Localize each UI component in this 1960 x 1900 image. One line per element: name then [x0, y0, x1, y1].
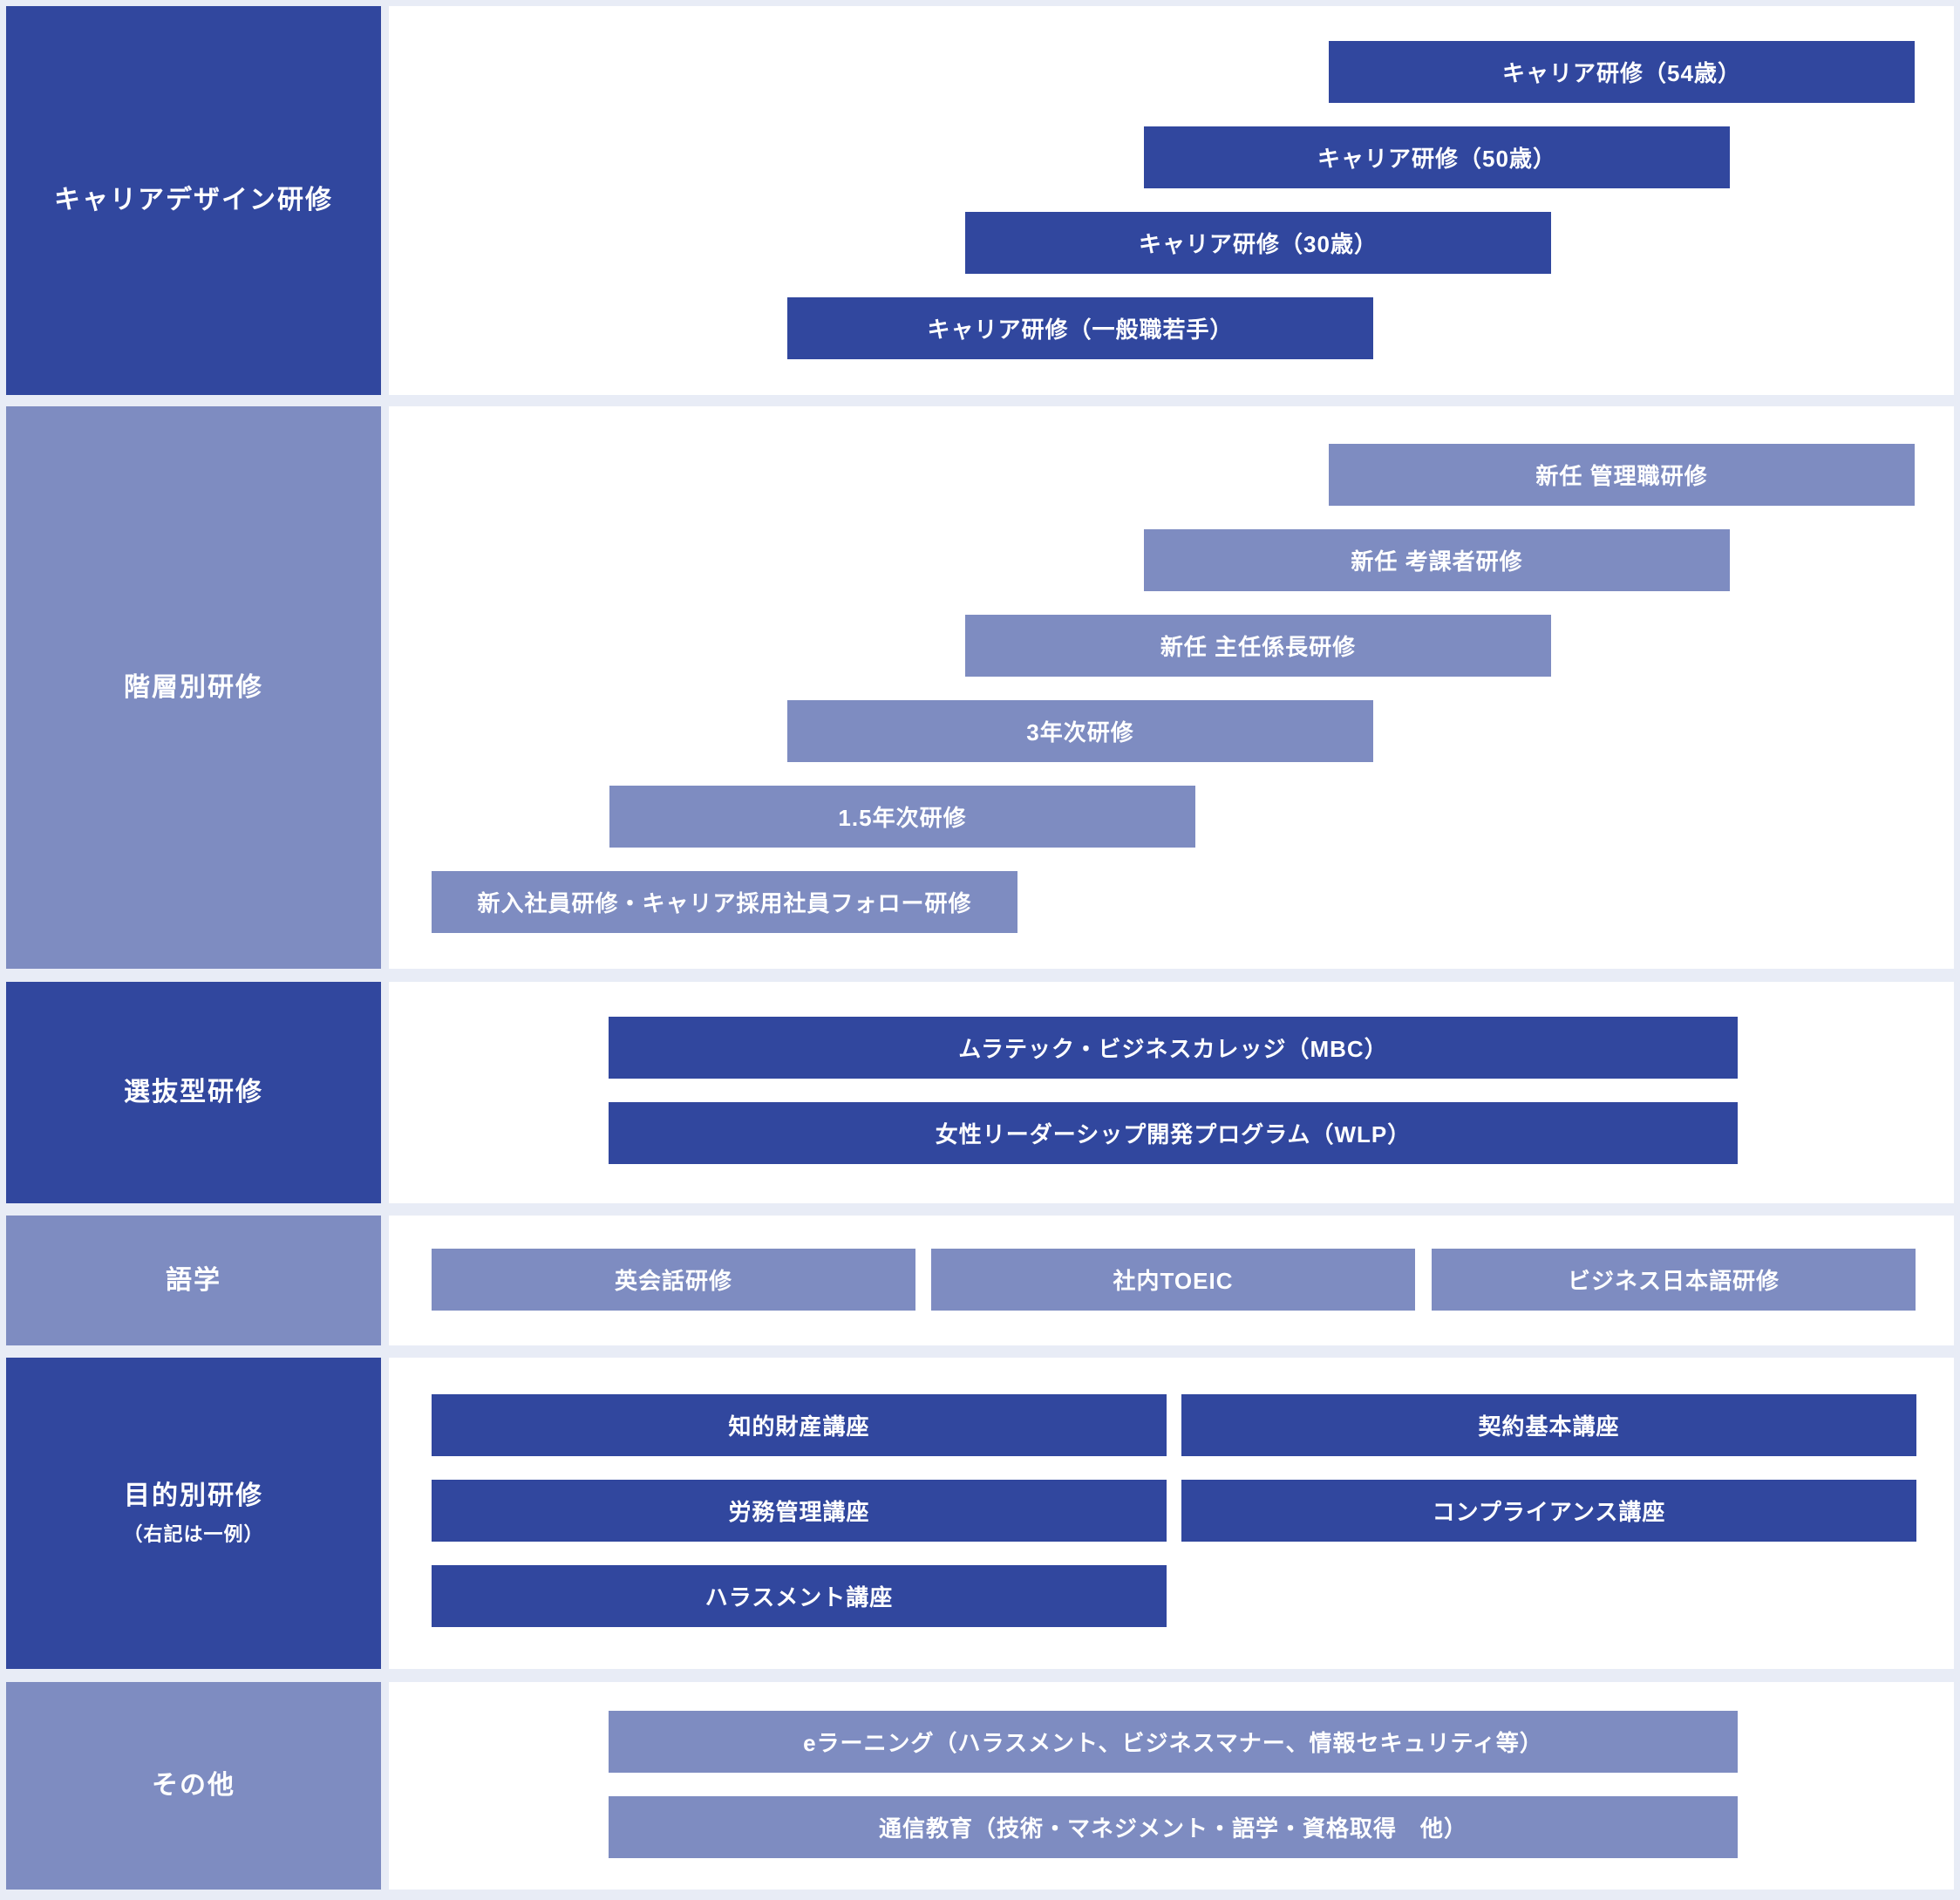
training-bar-elearning: eラーニング（ハラスメント、ビジネスマナー、情報セキュリティ等） [609, 1711, 1738, 1773]
training-bar-correspondence-course: 通信教育（技術・マネジメント・語学・資格取得 他） [609, 1796, 1738, 1858]
row-level-based: 階層別研修 新任 管理職研修 新任 考課者研修 新任 主任係長研修 3年次研修 … [0, 406, 1960, 969]
row-language: 語学 英会話研修 社内TOEIC ビジネス日本語研修 [0, 1216, 1960, 1345]
training-bar-business-japanese: ビジネス日本語研修 [1432, 1249, 1916, 1311]
training-bar-career-54: キャリア研修（54歳） [1329, 41, 1915, 103]
training-bar-1-5-year: 1.5年次研修 [609, 786, 1195, 848]
training-bar-labor-management: 労務管理講座 [432, 1480, 1167, 1542]
training-bar-new-manager: 新任 管理職研修 [1329, 444, 1915, 506]
training-bar-career-30: キャリア研修（30歳） [965, 212, 1551, 274]
row-label-text: 選抜型研修 [124, 1078, 263, 1107]
training-bar-toeic: 社内TOEIC [931, 1249, 1415, 1311]
row-panel-language: 英会話研修 社内TOEIC ビジネス日本語研修 [389, 1216, 1954, 1345]
row-label-text: 階層別研修 [124, 672, 263, 702]
training-bar-new-employee: 新入社員研修・キャリア採用社員フォロー研修 [432, 871, 1017, 933]
training-bar-new-chief: 新任 主任係長研修 [965, 615, 1551, 677]
row-label-text: 目的別研修 [124, 1481, 263, 1510]
row-career-design: キャリアデザイン研修 キャリア研修（54歳） キャリア研修（50歳） キャリア研… [0, 6, 1960, 395]
row-purpose-based: 目的別研修 （右記は一例） 知的財産講座 契約基本講座 労務管理講座 コンプライ… [0, 1358, 1960, 1669]
row-panel-level-based: 新任 管理職研修 新任 考課者研修 新任 主任係長研修 3年次研修 1.5年次研… [389, 406, 1954, 969]
row-panel-purpose-based: 知的財産講座 契約基本講座 労務管理講座 コンプライアンス講座 ハラスメント講座 [389, 1358, 1954, 1669]
row-label-career-design: キャリアデザイン研修 [6, 6, 381, 395]
row-label-others: その他 [6, 1682, 381, 1890]
row-label-level-based: 階層別研修 [6, 406, 381, 969]
training-bar-harassment: ハラスメント講座 [432, 1565, 1167, 1627]
row-label-text: 語学 [166, 1265, 221, 1295]
row-label-language: 語学 [6, 1216, 381, 1345]
training-bar-wlp: 女性リーダーシップ開発プログラム（WLP） [609, 1102, 1738, 1164]
row-others: その他 eラーニング（ハラスメント、ビジネスマナー、情報セキュリティ等） 通信教… [0, 1682, 1960, 1890]
training-bar-career-young: キャリア研修（一般職若手） [787, 297, 1373, 359]
training-bar-contract-basics: 契約基本講座 [1181, 1394, 1916, 1456]
training-bar-career-50: キャリア研修（50歳） [1144, 126, 1730, 188]
row-label-purpose-based: 目的別研修 （右記は一例） [6, 1358, 381, 1669]
training-bar-english-conversation: 英会話研修 [432, 1249, 915, 1311]
training-bar-new-evaluator: 新任 考課者研修 [1144, 529, 1730, 591]
training-bar-mbc: ムラテック・ビジネスカレッジ（MBC） [609, 1017, 1738, 1079]
row-panel-career-design: キャリア研修（54歳） キャリア研修（50歳） キャリア研修（30歳） キャリア… [389, 6, 1954, 395]
training-bar-3rd-year: 3年次研修 [787, 700, 1373, 762]
row-label-text: キャリアデザイン研修 [54, 186, 333, 215]
row-panel-others: eラーニング（ハラスメント、ビジネスマナー、情報セキュリティ等） 通信教育（技術… [389, 1682, 1954, 1890]
row-label-selective: 選抜型研修 [6, 982, 381, 1203]
row-label-text: その他 [152, 1771, 235, 1800]
training-bar-compliance: コンプライアンス講座 [1181, 1480, 1916, 1542]
row-panel-selective: ムラテック・ビジネスカレッジ（MBC） 女性リーダーシップ開発プログラム（WLP… [389, 982, 1954, 1203]
training-bar-intellectual-property: 知的財産講座 [432, 1394, 1167, 1456]
row-label-subtext: （右記は一例） [123, 1522, 264, 1545]
row-selective: 選抜型研修 ムラテック・ビジネスカレッジ（MBC） 女性リーダーシップ開発プログ… [0, 982, 1960, 1203]
